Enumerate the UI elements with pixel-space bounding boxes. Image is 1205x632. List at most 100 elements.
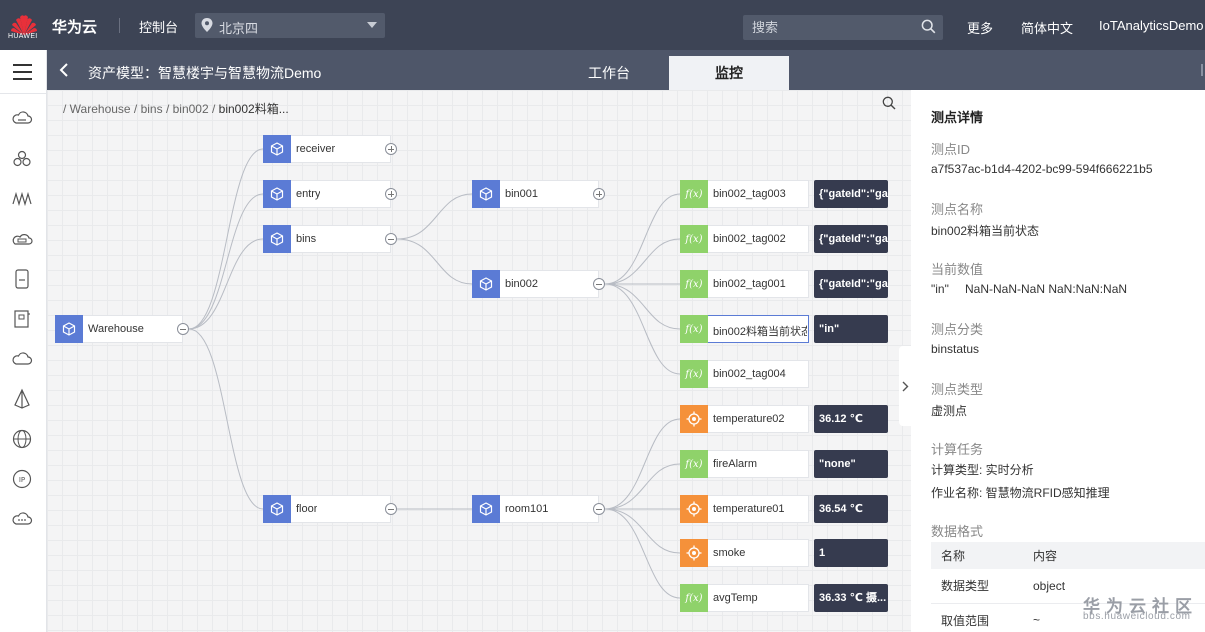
function-icon: f(x) [680,180,708,208]
table-row: 数据类型 object [931,569,1205,604]
cloud-icon[interactable] [11,348,33,370]
function-icon: f(x) [680,270,708,298]
chevron-down-icon [367,22,377,28]
asset-tree-canvas[interactable]: / Warehouse / bins / bin002 / bin002料箱..… [47,90,911,632]
collapse-toggle[interactable] [177,323,189,335]
region-selector[interactable]: 北京四 [195,13,385,38]
tree-node-bins[interactable]: bins [263,225,391,253]
point-label: bin002_tag002 [713,233,786,245]
brand-name[interactable]: 华为云 [52,19,98,36]
panel-collapse-handle[interactable] [899,346,913,426]
table-header: 名称 [931,542,1023,569]
point-label: avgTemp [713,592,758,604]
field-label: 测点类型 [931,382,984,397]
document-icon[interactable] [11,308,33,330]
point-label: bin002_tag003 [713,188,786,200]
tab-workbench[interactable]: 工作台 [588,65,630,81]
divider [119,18,120,33]
node-label: bin001 [505,188,539,200]
edge [604,283,681,375]
tab-monitor[interactable]: 监控 [669,56,789,90]
storage-icon[interactable] [11,268,33,290]
point-value-badge: "none" [814,450,888,478]
globe-icon[interactable] [11,428,33,450]
search-icon[interactable] [882,96,896,110]
node-label: bins [296,233,317,245]
field-label: 数据格式 [931,524,984,539]
waveform-icon[interactable] [11,188,33,210]
cube-icon [263,135,291,163]
tree-point-bin002-tag001[interactable]: f(x) bin002_tag001 [680,270,809,298]
tree-point-firealarm[interactable]: f(x) fireAlarm [680,450,809,478]
table-cell: 取值范围 [931,603,1023,632]
tree-point-temperature02[interactable]: temperature02 [680,405,809,433]
expand-toggle[interactable] [385,143,397,155]
cloud-server-icon[interactable] [11,108,33,130]
collapse-toggle[interactable] [593,278,605,290]
chevron-right-icon [902,381,909,392]
point-value-badge: 1 [814,539,888,567]
node-label: floor [296,503,318,515]
tree-point-smoke[interactable]: smoke [680,539,809,567]
cube-icon [263,225,291,253]
svg-text:IP: IP [19,476,25,484]
edge [188,328,264,510]
tree-point-avgtemp[interactable]: f(x) avgTemp [680,584,809,612]
location-pin-icon [201,18,213,32]
more-menu[interactable]: 更多 [967,21,994,36]
point-label: bin002_tag001 [713,278,786,290]
function-icon: f(x) [680,315,708,343]
search-icon[interactable] [921,19,936,34]
breadcrumb-current: bin002料箱... [218,102,289,116]
edge [604,193,681,285]
tree-node-entry[interactable]: entry [263,180,391,208]
more-services-icon[interactable] [11,508,33,530]
menu-icon[interactable] [13,64,32,80]
edge [188,193,264,330]
edge [604,418,681,510]
tree-point-bin002-tag002[interactable]: f(x) bin002_tag002 [680,225,809,253]
tree-point-bin002-tag003[interactable]: f(x) bin002_tag003 [680,180,809,208]
collapse-toggle[interactable] [593,503,605,515]
tree-node-bin002[interactable]: bin002 [472,270,599,298]
tree-point-bin002-status-selected[interactable]: f(x) bin002料箱当前状态... [680,315,809,343]
tree-node-room101[interactable]: room101 [472,495,599,523]
pyramid-icon[interactable] [11,388,33,410]
database-cloud-icon[interactable] [11,228,33,250]
collapse-toggle[interactable] [385,233,397,245]
point-label: temperature01 [713,503,785,515]
expand-toggle[interactable] [593,188,605,200]
panel-title: 测点详情 [931,110,984,125]
tree-point-bin002-tag004[interactable]: f(x) bin002_tag004 [680,360,809,388]
sensor-icon [680,405,708,433]
language-selector[interactable]: 简体中文 [1021,21,1074,36]
user-menu[interactable]: IoTAnalyticsDemo [1099,18,1204,33]
nav-divider [0,93,46,94]
huawei-logo[interactable] [6,8,42,42]
watermark-title: 华为云社区 [1083,597,1198,616]
edge [396,238,473,285]
node-label: receiver [296,143,336,155]
ip-icon[interactable]: IP [11,468,33,490]
function-icon: f(x) [680,225,708,253]
cluster-icon[interactable] [11,148,33,170]
console-link[interactable]: 控制台 [139,20,179,35]
tree-point-temperature01[interactable]: temperature01 [680,495,809,523]
back-arrow-icon[interactable] [59,63,69,77]
tree-node-bin001[interactable]: bin001 [472,180,599,208]
collapse-toggle[interactable] [385,503,397,515]
logo-text: HUAWEI [8,33,38,40]
point-detail-panel: 测点详情 测点ID a7f537ac-b1d4-4202-bc99-594f66… [911,90,1205,632]
field-label: 测点分类 [931,322,984,337]
expand-toggle[interactable] [385,188,397,200]
tree-node-floor[interactable]: floor [263,495,391,523]
model-header-bar: 资产模型：智慧楼宇与智慧物流Demo 工作台 监控 [47,50,1205,90]
edge [188,238,264,330]
global-search-input[interactable] [743,15,943,40]
tree-node-receiver[interactable]: receiver [263,135,391,163]
cube-icon [472,270,500,298]
breadcrumb-path[interactable]: / Warehouse / bins / bin002 / [63,102,216,116]
tree-node-warehouse[interactable]: Warehouse [55,315,183,343]
page-title: 资产模型：智慧楼宇与智慧物流Demo [88,65,322,81]
left-nav: IP [0,50,47,632]
